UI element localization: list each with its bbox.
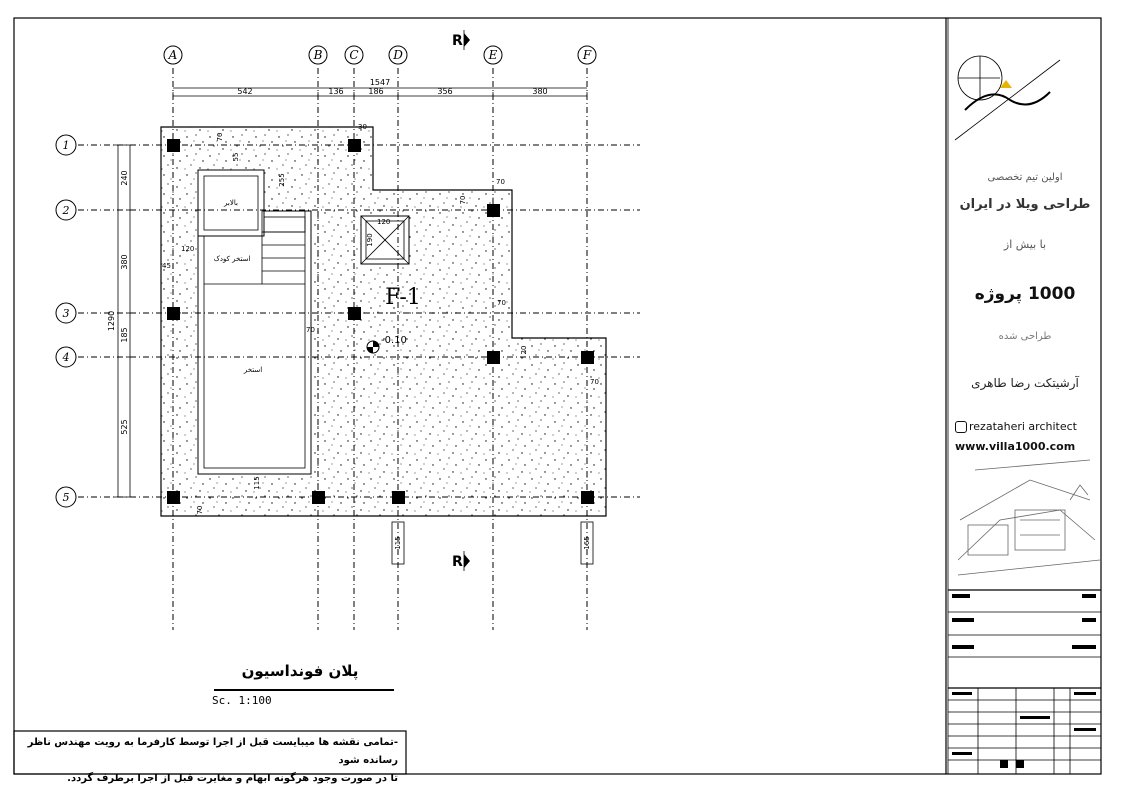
- website-link[interactable]: www.villa1000.com: [955, 440, 1076, 453]
- grid-label-b: B: [313, 48, 323, 62]
- dim-top-total: 1547: [370, 78, 390, 87]
- grid-label-a: A: [168, 48, 178, 62]
- svg-text:R: R: [452, 33, 463, 49]
- misc-dimensions: 70 30 55 255 70 70 120 190 120 45 70 20 …: [162, 123, 599, 550]
- grid-label-4: 4: [62, 351, 70, 364]
- notes-box: [13, 730, 407, 775]
- lift-box-outer: [197, 169, 265, 237]
- instagram-handle: rezataheri architect: [955, 420, 1101, 433]
- sidebar-tagline-5: طراحی شده: [998, 331, 1052, 342]
- svg-text:45: 45: [162, 262, 171, 270]
- svg-text:R: R: [452, 554, 463, 570]
- grid-label-c: C: [349, 48, 358, 62]
- svg-text:70: 70: [216, 133, 224, 142]
- svg-text:70: 70: [497, 299, 506, 307]
- grid-label-5: 5: [63, 491, 70, 504]
- construction-note: -تمامی نقشه ها میبایست قبل از اجرا توسط …: [14, 731, 406, 784]
- svg-text:115: 115: [253, 476, 261, 489]
- svg-text:55: 55: [232, 153, 240, 162]
- instagram-icon: [955, 421, 967, 433]
- level-label: -0.10: [381, 335, 407, 346]
- svg-text:70: 70: [196, 506, 204, 515]
- sheet-border: [13, 17, 1102, 775]
- column-grid-bubbles: A B C D E F: [163, 45, 597, 65]
- svg-text:120: 120: [181, 245, 194, 253]
- room-label-lift: بالابر: [223, 199, 238, 207]
- elevator-pit: [360, 215, 410, 265]
- grid-label-f: F: [582, 48, 592, 62]
- svg-text:30: 30: [358, 123, 367, 131]
- note-line-1: -تمامی نقشه ها میبایست قبل از اجرا توسط …: [27, 737, 398, 766]
- dim-left-2: 380: [120, 254, 129, 269]
- top-dimension-chain: 1547 542 136 186 356 380: [172, 78, 588, 100]
- svg-text:190: 190: [366, 233, 374, 246]
- svg-text:70: 70: [306, 326, 315, 334]
- room-label-pool: استخر: [243, 366, 262, 374]
- dim-left-3: 185: [120, 327, 129, 342]
- dim-left-total: 1290: [107, 311, 116, 331]
- level-marker: -0.10: [366, 335, 407, 354]
- dim-top-4: 356: [437, 87, 452, 96]
- north-arrow-bottom: R: [452, 551, 470, 571]
- sidebar-tagline-1: اولین تیم تخصصی: [987, 172, 1063, 183]
- drawing-scale: Sc. 1:100: [212, 694, 272, 707]
- dim-top-5: 380: [532, 87, 547, 96]
- dim-top-2: 136: [328, 87, 343, 96]
- sidebar-architect-name: آرشیتکت رضا طاهری: [971, 376, 1079, 390]
- grid-label-d: D: [392, 48, 403, 62]
- sidebar-tagline-4: 1000 پروژه: [974, 284, 1076, 304]
- pool-outline-outer: [197, 210, 312, 475]
- left-dimension-chain: 1290 240 380 185 525: [107, 144, 134, 498]
- grid-label-e: E: [488, 48, 498, 62]
- grid-label-2: 2: [62, 204, 70, 217]
- brand-logo: [954, 55, 1061, 141]
- svg-text:70: 70: [590, 378, 599, 386]
- svg-text:70: 70: [459, 196, 467, 205]
- svg-text:255: 255: [278, 173, 286, 186]
- grid-lines-vertical: [172, 68, 588, 630]
- svg-text:70: 70: [496, 178, 505, 186]
- dim-left-1: 240: [120, 170, 129, 185]
- footing-label: F-1: [385, 285, 421, 310]
- svg-text:20: 20: [520, 346, 528, 355]
- title-block-grid: [948, 589, 1101, 774]
- note-line-2: تا در صورت وجود هرگونه ابهام و مغایرت قب…: [67, 773, 398, 784]
- dim-left-4: 525: [120, 419, 129, 434]
- villa-sketch-image: [957, 459, 1101, 576]
- svg-text:115: 115: [394, 536, 402, 549]
- grid-label-3: 3: [63, 307, 70, 320]
- north-arrow-top: R: [452, 30, 470, 50]
- drawing-title: پلان فونداسیون: [241, 662, 359, 680]
- structural-columns: [167, 139, 594, 504]
- svg-text:120: 120: [377, 218, 390, 226]
- sidebar-tagline-2: طراحی ویلا در ایران: [959, 197, 1091, 212]
- dim-top-1: 542: [237, 87, 252, 96]
- row-grid-bubbles: 1 2 3 4 5: [55, 134, 77, 508]
- grid-label-1: 1: [63, 139, 70, 152]
- dim-top-3: 186: [368, 87, 383, 96]
- svg-text:165: 165: [583, 536, 591, 549]
- room-label-kids-pool: استخر کودک: [214, 255, 251, 263]
- sidebar-tagline-3: با بیش از: [1003, 238, 1047, 251]
